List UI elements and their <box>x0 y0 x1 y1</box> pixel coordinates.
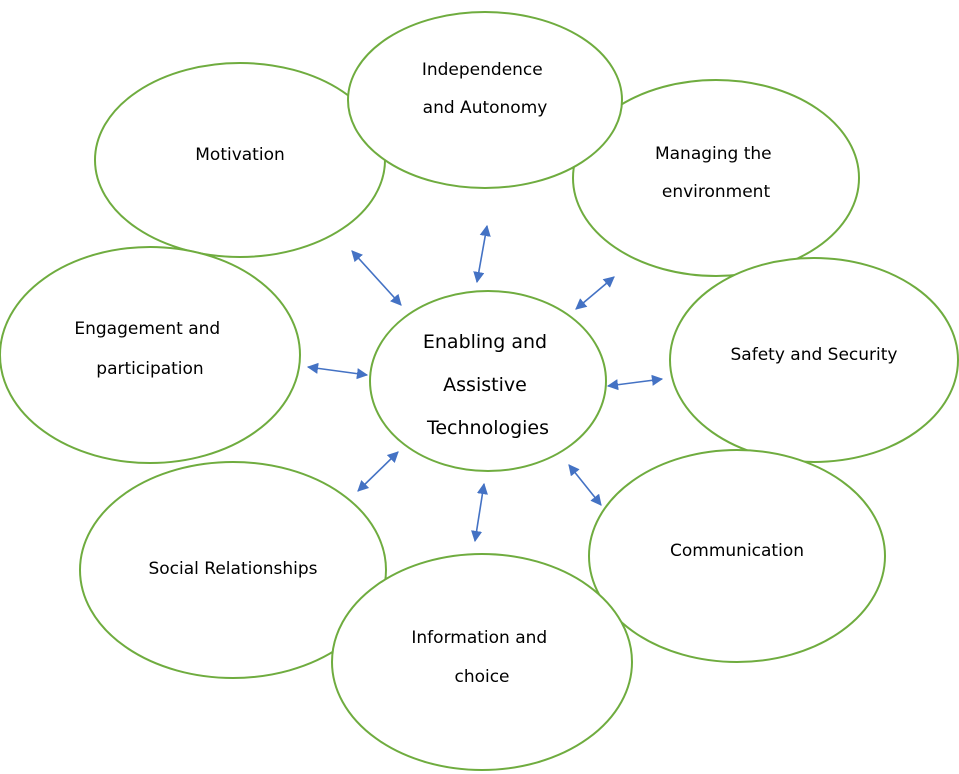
center-line-3: Technologies <box>426 417 549 439</box>
svg-text:Independence and Autonom: Independence and Autonomy <box>422 60 548 118</box>
node-communication-line-1: Communication <box>670 541 804 561</box>
svg-text:Safety and Security: Safety and Security <box>731 345 898 365</box>
node-information-choice: Information and choice <box>331 553 633 771</box>
node-safety-security: Safety and Security <box>669 257 959 463</box>
node-information-line-2: choice <box>454 667 509 687</box>
node-engagement-line-2: participation <box>96 359 203 379</box>
center-line-1: Enabling and <box>423 331 547 353</box>
node-independence-line-1: Independence <box>422 60 543 80</box>
node-independence-autonomy: Independence and Autonomy <box>347 11 623 189</box>
node-communication: Communication <box>588 449 886 663</box>
arrow-center-managing <box>575 276 615 310</box>
svg-text:Engagement and participa: Engagement and participation <box>74 319 225 379</box>
svg-text:Communication: Communication <box>670 541 804 561</box>
node-information-line-1: Information and <box>411 628 547 648</box>
center-line-2: Assistive <box>443 374 527 396</box>
node-managing-line-1: Managing the <box>655 144 772 164</box>
svg-text:Social Relationships: Social Relationships <box>148 559 317 579</box>
center-node-enabling-assistive-technologies: Enabling and Assistive Technologies <box>369 290 607 472</box>
node-social-relationships: Social Relationships <box>79 461 387 679</box>
arrow-center-engagement <box>306 362 369 380</box>
arrow-center-social <box>357 451 399 492</box>
svg-text:Managing the environment: Managing the environment <box>655 144 777 202</box>
node-engagement-line-1: Engagement and <box>74 319 220 339</box>
node-independence-line-2: and Autonomy <box>423 98 548 118</box>
node-motivation-line-1: Motivation <box>195 145 285 165</box>
arrow-center-communication <box>568 464 602 506</box>
arrow-center-motivation <box>351 250 402 306</box>
node-managing-line-2: environment <box>662 182 771 202</box>
node-motivation: Motivation <box>94 62 386 258</box>
arrow-center-independence <box>473 224 491 284</box>
node-social-line-1: Social Relationships <box>148 559 317 579</box>
node-engagement-participation: Engagement and participation <box>0 246 301 464</box>
arrow-center-information <box>471 482 488 543</box>
svg-text:Motivation: Motivation <box>195 145 285 165</box>
node-managing-environment: Managing the environment <box>572 79 860 277</box>
svg-text:Information and choice: Information and choice <box>411 628 552 687</box>
node-safety-line-1: Safety and Security <box>731 345 898 365</box>
arrow-center-safety <box>606 374 664 391</box>
svg-text:Enabling and Assistive: Enabling and Assistive Technologies <box>423 331 553 439</box>
